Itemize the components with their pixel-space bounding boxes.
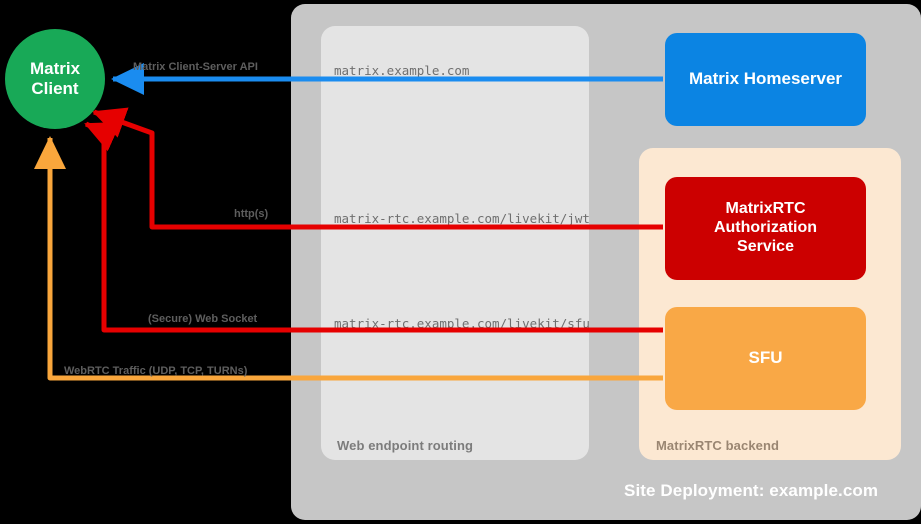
node-matrix-homeserver[interactable]: Matrix Homeserver <box>665 33 866 126</box>
node-matrix-client-label: Matrix Client <box>30 59 80 100</box>
web-endpoint-routing-label: Web endpoint routing <box>337 438 474 453</box>
node-sfu-label: SFU <box>748 348 783 368</box>
client-line-2: Client <box>31 79 79 98</box>
arrow-label-http: http(s) <box>234 208 269 220</box>
arrow-label-secure-web-socket: (Secure) Web Socket <box>148 313 258 325</box>
arrow-label-webrtc-traffic: WebRTC Traffic (UDP, TCP, TURNs) <box>64 365 248 377</box>
site-deployment-label: Site Deployment: example.com <box>624 481 879 500</box>
client-line-1: Matrix <box>29 58 81 78</box>
node-matrix-homeserver-label: Matrix Homeserver <box>688 69 843 89</box>
auth-line-2: Authorization <box>713 219 818 237</box>
matrixrtc-backend-label: MatrixRTC backend <box>656 438 780 453</box>
endpoint-url-livekit-sfu: matrix-rtc.example.com/livekit/sfu <box>334 316 590 331</box>
endpoint-url-matrix: matrix.example.com <box>334 63 470 78</box>
node-sfu[interactable]: SFU <box>665 307 866 410</box>
node-matrixrtc-authorization-service-label: MatrixRTC Authorization Service <box>714 200 817 257</box>
auth-line-3: Service <box>737 237 794 255</box>
arrow-label-matrix-client-server-api: Matrix Client-Server API <box>133 61 258 73</box>
endpoint-url-livekit-jwt: matrix-rtc.example.com/livekit/jwt <box>334 211 590 226</box>
node-matrixrtc-authorization-service[interactable]: MatrixRTC Authorization Service <box>665 177 866 280</box>
web-endpoint-routing-panel <box>321 26 589 460</box>
auth-line-1: MatrixRTC <box>725 200 806 218</box>
node-matrix-client[interactable]: Matrix Client <box>5 29 105 129</box>
